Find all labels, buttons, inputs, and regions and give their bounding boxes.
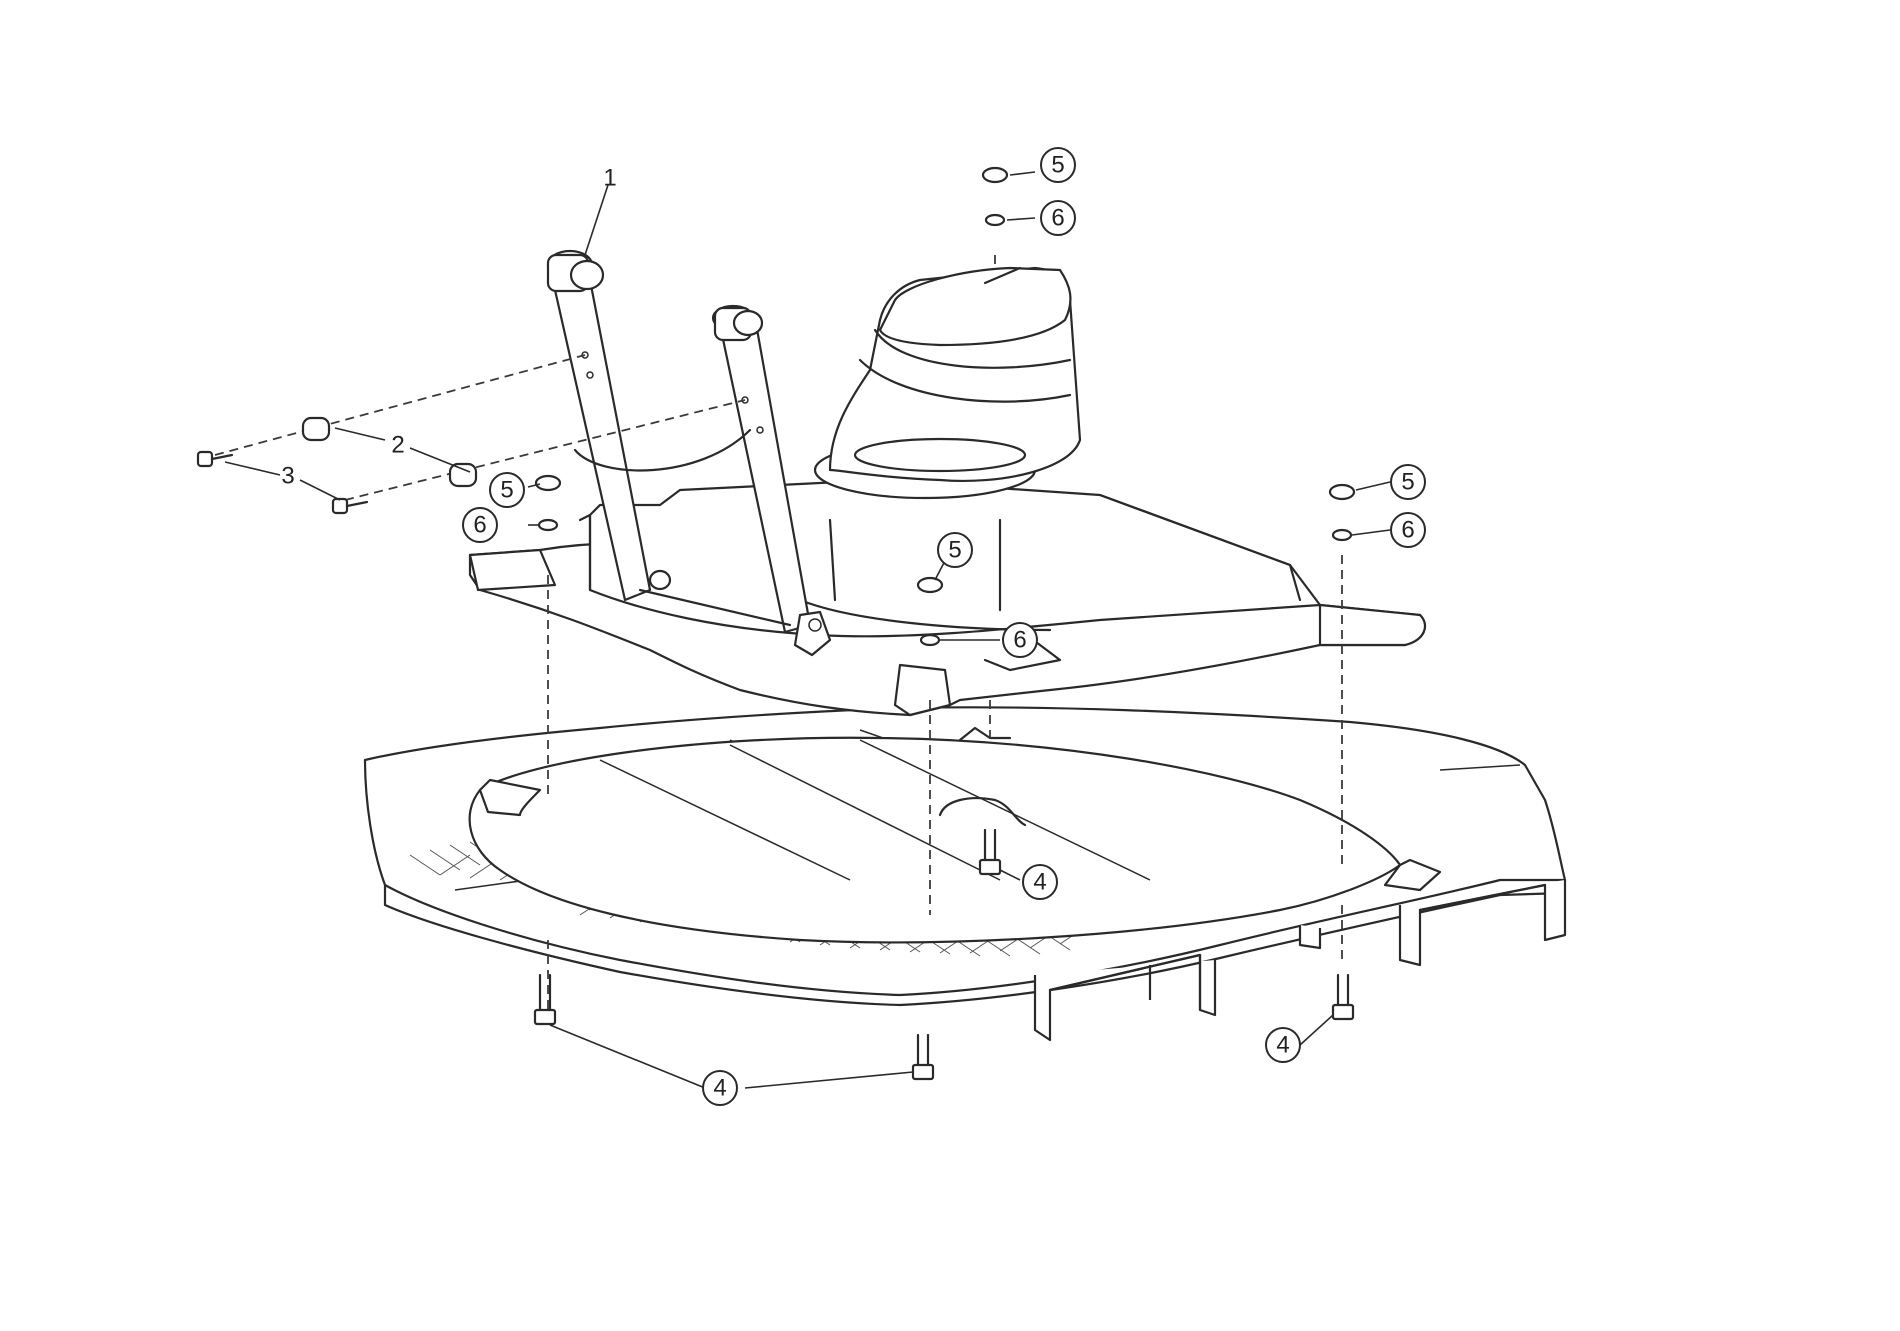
callout-4-center: 4 [1022, 864, 1058, 900]
callout-4-right: 4 [1265, 1027, 1301, 1063]
spacer-2b [448, 462, 478, 488]
callout-6-right: 6 [1390, 512, 1426, 548]
callout-6-center: 6 [1002, 622, 1038, 658]
callout-5-top: 5 [1040, 147, 1076, 183]
bolt-4-right [1331, 973, 1355, 1021]
floor-ribs [1033, 880, 1567, 1042]
nut-washer-top [981, 166, 1009, 227]
callout-4-right-label: 4 [1276, 1032, 1289, 1059]
fasteners [196, 166, 1356, 1081]
leader-lines [224, 171, 1391, 1089]
gear-lever-boot [813, 266, 1082, 500]
callout-4-bottom: 4 [702, 1070, 738, 1106]
nut-washer-center [916, 576, 944, 647]
callout-2: 2 [391, 432, 404, 459]
callout-5-center: 5 [937, 532, 973, 568]
floor-panel [363, 706, 1567, 1007]
callout-1: 1 [603, 165, 616, 192]
callout-6-right-label: 6 [1401, 517, 1414, 544]
callout-4-bottom-label: 4 [713, 1075, 726, 1102]
callout-1-label: 1 [603, 165, 616, 192]
callout-6-left-label: 6 [473, 512, 486, 539]
screw-3b [331, 497, 369, 515]
callout-5-center-label: 5 [948, 537, 961, 564]
bolt-4-center [978, 828, 1002, 876]
callout-4-center-label: 4 [1033, 869, 1046, 896]
nut-washer-right [1328, 483, 1356, 542]
callout-6-center-label: 6 [1013, 627, 1026, 654]
callout-6-left: 6 [462, 507, 498, 543]
bolt-4-left [533, 973, 557, 1026]
bolt-4-mid [911, 1033, 935, 1081]
screw-3a [196, 450, 234, 468]
callout-5-left-label: 5 [500, 477, 513, 504]
callout-5-left: 5 [489, 472, 525, 508]
assembly-lines [214, 255, 1343, 1010]
callout-5-top-label: 5 [1051, 152, 1064, 179]
callout-6-top-label: 6 [1051, 205, 1064, 232]
callout-5-right-label: 5 [1401, 469, 1414, 496]
callout-5-right: 5 [1390, 464, 1426, 500]
callout-3: 3 [281, 463, 294, 490]
callout-3-label: 3 [281, 463, 294, 490]
callout-2-label: 2 [391, 432, 404, 459]
callout-6-top: 6 [1040, 200, 1076, 236]
part-1-bracket [546, 249, 832, 657]
spacer-2a [301, 416, 331, 442]
